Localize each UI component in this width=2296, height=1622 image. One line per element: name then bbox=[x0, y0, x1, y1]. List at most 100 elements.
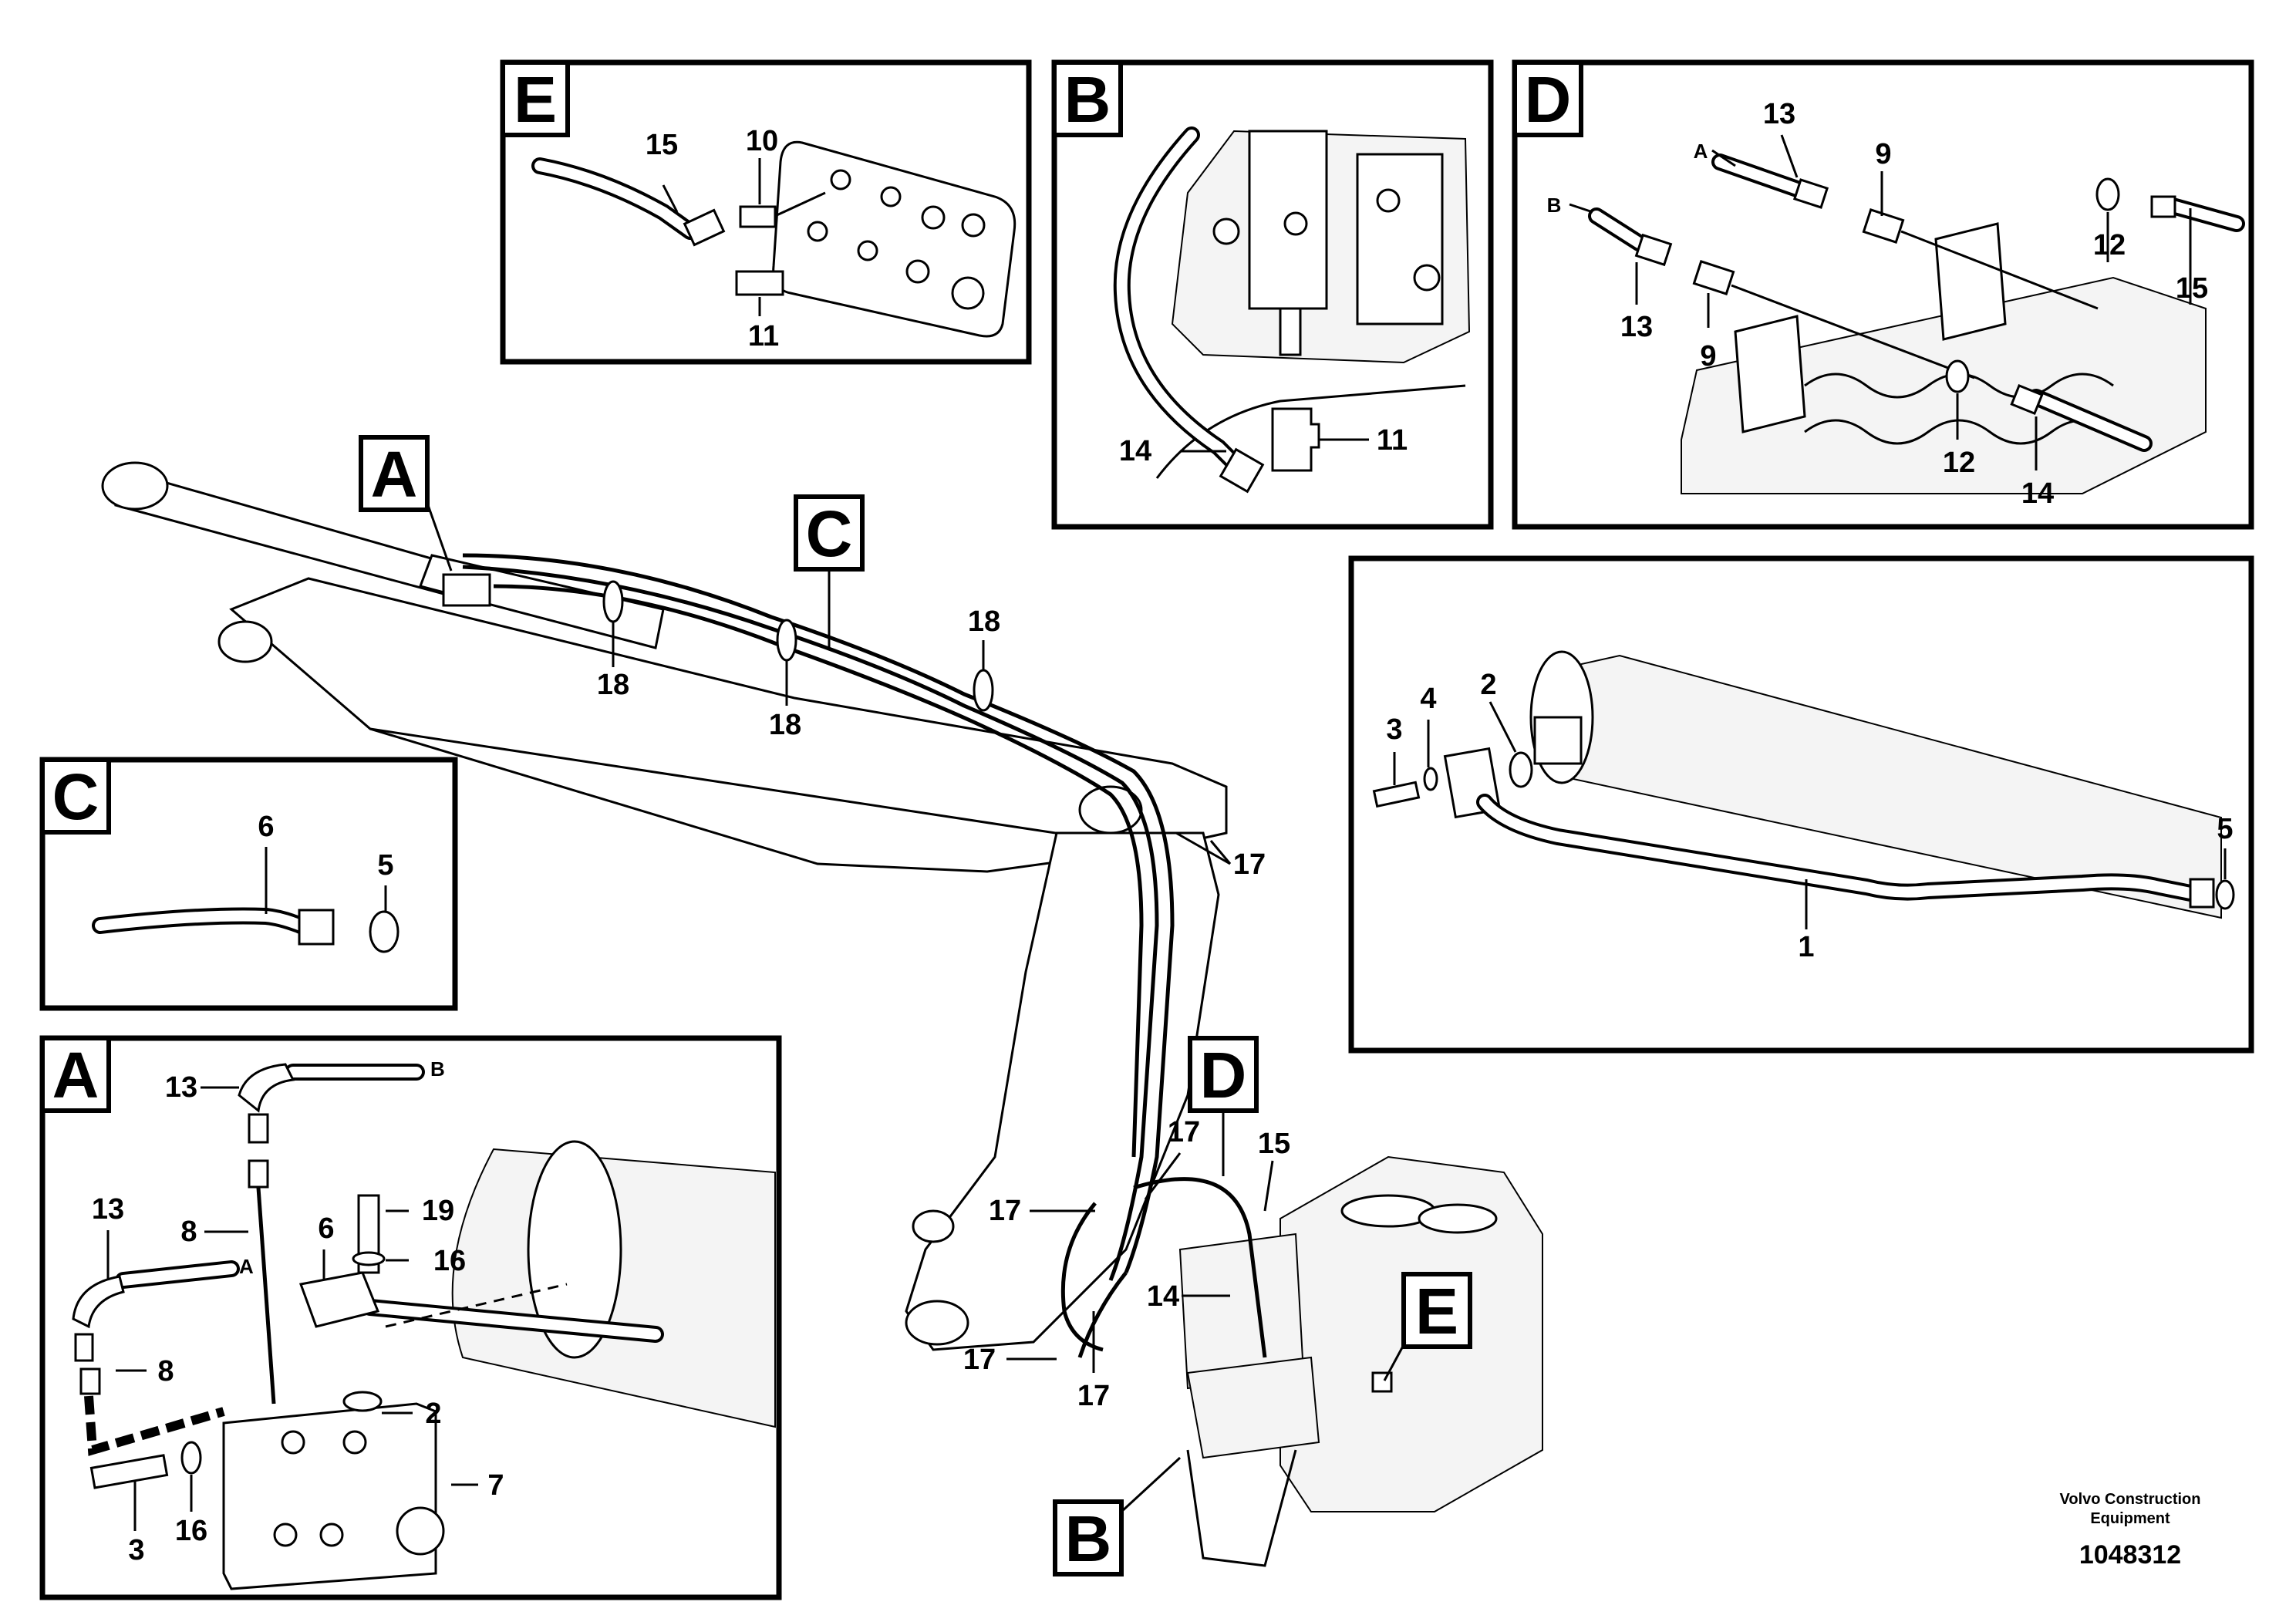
label-12: 12 bbox=[2093, 229, 2126, 261]
label-17: 17 bbox=[963, 1344, 996, 1376]
plate-port bbox=[857, 240, 878, 261]
detail-e: E 15 10 11 bbox=[500, 59, 1032, 365]
leader bbox=[1711, 149, 1736, 167]
label-18: 18 bbox=[968, 605, 1000, 638]
label-9: 9 bbox=[1875, 138, 1891, 170]
detail-b-frame bbox=[1051, 59, 1494, 530]
label-1: 1 bbox=[1798, 931, 1814, 963]
hose-14-inner bbox=[2031, 392, 2149, 449]
label-b: B bbox=[430, 1057, 445, 1081]
leader bbox=[1569, 203, 1593, 214]
adapter-8 bbox=[248, 1159, 269, 1189]
boom-pivot bbox=[217, 620, 273, 663]
valve-block-7 bbox=[222, 1402, 437, 1590]
port bbox=[1283, 211, 1308, 236]
brand-line-2: Equipment bbox=[2090, 1510, 2170, 1527]
valve-plate bbox=[772, 140, 1017, 338]
callout-pointer bbox=[1120, 1456, 1182, 1513]
pipe-6-inner bbox=[365, 1302, 661, 1340]
callout-c-letter: C bbox=[806, 497, 853, 570]
callout-b-letter: B bbox=[1065, 1502, 1112, 1575]
detail-a-frame bbox=[39, 1035, 782, 1600]
nut bbox=[1792, 178, 1829, 209]
label-12: 12 bbox=[1943, 447, 1975, 479]
document-number: 1048312 bbox=[2079, 1540, 2181, 1570]
label-16: 16 bbox=[433, 1245, 466, 1277]
label-8: 8 bbox=[180, 1216, 197, 1248]
hose-14-inner bbox=[1116, 130, 1247, 476]
block-port bbox=[281, 1430, 305, 1455]
elbow-13 bbox=[72, 1275, 125, 1329]
callout-a-letter: A bbox=[371, 438, 418, 511]
callout-e-letter: E bbox=[1415, 1275, 1458, 1347]
leader bbox=[1263, 1160, 1274, 1212]
label-b: B bbox=[1547, 194, 1562, 217]
leader bbox=[1209, 840, 1232, 865]
hose-15-inner bbox=[534, 160, 696, 237]
label-14: 14 bbox=[2021, 477, 2054, 510]
detail-a-letter: A bbox=[52, 1039, 99, 1111]
pipe-6-inner bbox=[95, 910, 306, 931]
nut bbox=[2010, 384, 2044, 415]
boom bbox=[229, 577, 1228, 873]
detail-d: D A B 13 bbox=[1512, 59, 2254, 530]
screw-3 bbox=[89, 1454, 169, 1489]
plate-port bbox=[830, 169, 851, 191]
callout-pointer bbox=[426, 504, 453, 572]
block-port bbox=[342, 1430, 367, 1455]
footer: Volvo Construction Equipment 1048312 bbox=[2060, 1491, 2201, 1570]
routing-dashed bbox=[84, 1395, 225, 1456]
callout-a bbox=[359, 435, 430, 512]
pipe-end-fitting bbox=[298, 909, 335, 946]
label-6: 6 bbox=[258, 811, 274, 843]
label-17: 17 bbox=[1077, 1380, 1110, 1412]
detail-c: C 6 5 bbox=[39, 757, 458, 1011]
mount-plate bbox=[1934, 222, 2007, 341]
cylinder-eye bbox=[101, 461, 169, 511]
adapter-8 bbox=[79, 1367, 101, 1395]
detail-cylinder-pipe: 3 4 2 5 1 bbox=[1348, 555, 2254, 1054]
label-17: 17 bbox=[989, 1195, 1021, 1227]
tee-11 bbox=[735, 270, 784, 296]
label-18: 18 bbox=[597, 669, 629, 701]
adapter bbox=[1279, 307, 1302, 356]
nut bbox=[74, 1333, 94, 1362]
label-15: 15 bbox=[2176, 272, 2208, 305]
label-7: 7 bbox=[487, 1469, 504, 1502]
port bbox=[1413, 264, 1441, 292]
label-13: 13 bbox=[1620, 311, 1653, 343]
label-9: 9 bbox=[1700, 340, 1716, 373]
clamp-18 bbox=[973, 669, 994, 712]
label-14: 14 bbox=[1147, 1280, 1179, 1313]
adapter-10 bbox=[739, 205, 777, 228]
tube bbox=[256, 1187, 276, 1404]
adapter-9 bbox=[1692, 260, 1735, 295]
label-3: 3 bbox=[1386, 713, 1402, 746]
detail-d-frame bbox=[1512, 59, 2254, 530]
washer-16 bbox=[352, 1251, 386, 1266]
o-ring-12 bbox=[2095, 177, 2120, 211]
label-2: 2 bbox=[1480, 669, 1496, 701]
frame-outline bbox=[1155, 384, 1466, 479]
valve-block-a bbox=[442, 573, 491, 607]
detail-c-letter: C bbox=[52, 760, 99, 833]
o-ring-2 bbox=[342, 1391, 383, 1412]
label-15: 15 bbox=[1258, 1128, 1290, 1160]
tee-e bbox=[1371, 1371, 1393, 1393]
label-18: 18 bbox=[769, 709, 801, 741]
detail-c-badge bbox=[40, 757, 111, 835]
boom-edge bbox=[369, 727, 1158, 850]
detail-e-frame bbox=[500, 59, 1032, 365]
label-5: 5 bbox=[377, 849, 393, 882]
callout-pointer bbox=[1383, 1341, 1407, 1381]
valve-stand bbox=[1186, 1449, 1297, 1567]
leader bbox=[774, 191, 826, 218]
nut bbox=[248, 1113, 269, 1144]
callout-e bbox=[1401, 1272, 1472, 1349]
mount-plate bbox=[1734, 315, 1806, 433]
spool-coils bbox=[1804, 419, 2114, 445]
callout-b bbox=[1053, 1499, 1124, 1576]
tee-11 bbox=[1271, 407, 1320, 472]
label-3: 3 bbox=[128, 1534, 144, 1566]
leader bbox=[1144, 1152, 1182, 1200]
